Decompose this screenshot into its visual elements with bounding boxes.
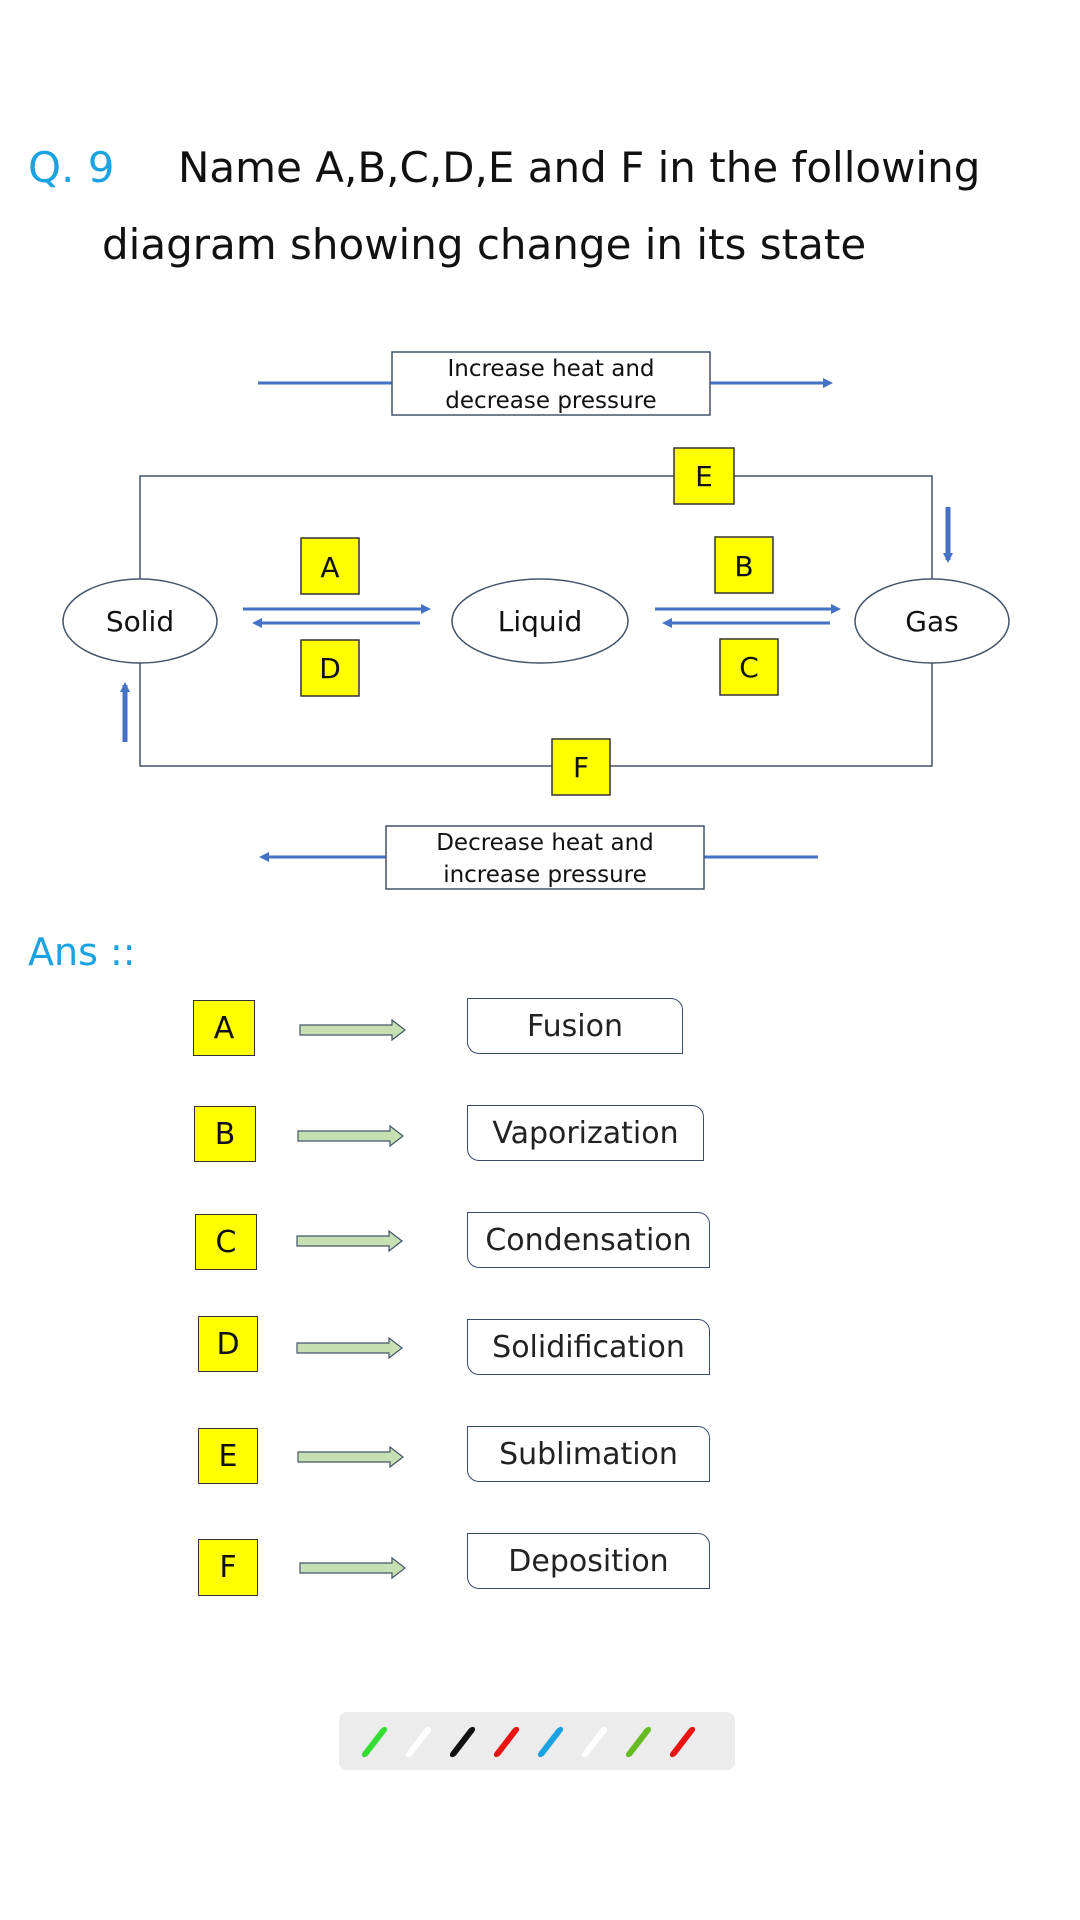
top-loop-line	[139, 475, 933, 583]
answer-arrow-c	[296, 1229, 403, 1253]
bottom-label-box	[385, 825, 705, 890]
solid-label: Solid	[106, 605, 174, 638]
answer-letter-d: D	[198, 1316, 258, 1372]
pen-white-icon[interactable]	[404, 1725, 433, 1759]
top-label-box	[391, 351, 711, 416]
letter-e: E	[695, 460, 713, 493]
bottom-loop-line	[139, 660, 933, 767]
gas-ellipse	[854, 578, 1010, 664]
answer-letter-b: B	[194, 1106, 256, 1162]
letter-a-box	[300, 537, 360, 595]
solid-ellipse	[62, 578, 218, 664]
pen-white-2-icon[interactable]	[580, 1725, 609, 1759]
letter-b: B	[734, 550, 753, 583]
letter-f: F	[573, 751, 589, 784]
bottom-label-line2: increase pressure	[443, 862, 647, 888]
answer-text-a: Fusion	[467, 998, 683, 1054]
answer-text-b: Vaporization	[467, 1105, 704, 1161]
letter-e-box	[673, 447, 735, 505]
liquid-label: Liquid	[498, 605, 582, 638]
letter-d: D	[319, 652, 341, 685]
pen-red-icon[interactable]	[492, 1725, 521, 1759]
letter-d-box	[300, 639, 360, 697]
question-number: Q. 9	[28, 143, 115, 192]
letter-c: C	[739, 651, 759, 684]
answer-text-f: Deposition	[467, 1533, 710, 1589]
bottom-label-line1: Decrease heat and	[436, 830, 654, 856]
answer-arrow-a	[299, 1018, 406, 1042]
state-change-diagram: Increase heat and decrease pressure Soli…	[62, 351, 1010, 890]
letter-b-box	[714, 536, 774, 594]
answer-arrow-b	[297, 1124, 404, 1148]
top-label-line1: Increase heat and	[447, 356, 654, 382]
letter-a: A	[320, 551, 339, 584]
answer-arrow-e	[297, 1445, 404, 1469]
answer-text-e: Sublimation	[467, 1426, 710, 1482]
letter-f-box	[551, 738, 611, 796]
answer-arrow-f	[299, 1556, 406, 1580]
pen-black-icon[interactable]	[448, 1725, 477, 1759]
top-label-line2: decrease pressure	[445, 388, 656, 414]
answer-letter-e: E	[198, 1428, 258, 1484]
pen-green-icon[interactable]	[360, 1725, 389, 1759]
pen-lime-icon[interactable]	[624, 1725, 653, 1759]
answer-arrow-d	[296, 1336, 403, 1360]
answer-letter-a: A	[193, 1000, 255, 1056]
pen-toolbar	[339, 1712, 735, 1770]
letter-c-box	[719, 638, 779, 696]
gas-label: Gas	[905, 605, 958, 638]
answer-letter-c: C	[195, 1214, 257, 1270]
pen-red-2-icon[interactable]	[668, 1725, 697, 1759]
question-text-line2: diagram showing change in its state	[102, 220, 867, 269]
answer-label: Ans ::	[28, 930, 136, 974]
pen-blue-icon[interactable]	[536, 1725, 565, 1759]
answer-text-d: Solidification	[467, 1319, 710, 1375]
question-text-line1: Name A,B,C,D,E and F in the following	[178, 143, 981, 192]
liquid-ellipse	[451, 578, 629, 664]
answer-letter-f: F	[198, 1539, 258, 1596]
answer-text-c: Condensation	[467, 1212, 710, 1268]
